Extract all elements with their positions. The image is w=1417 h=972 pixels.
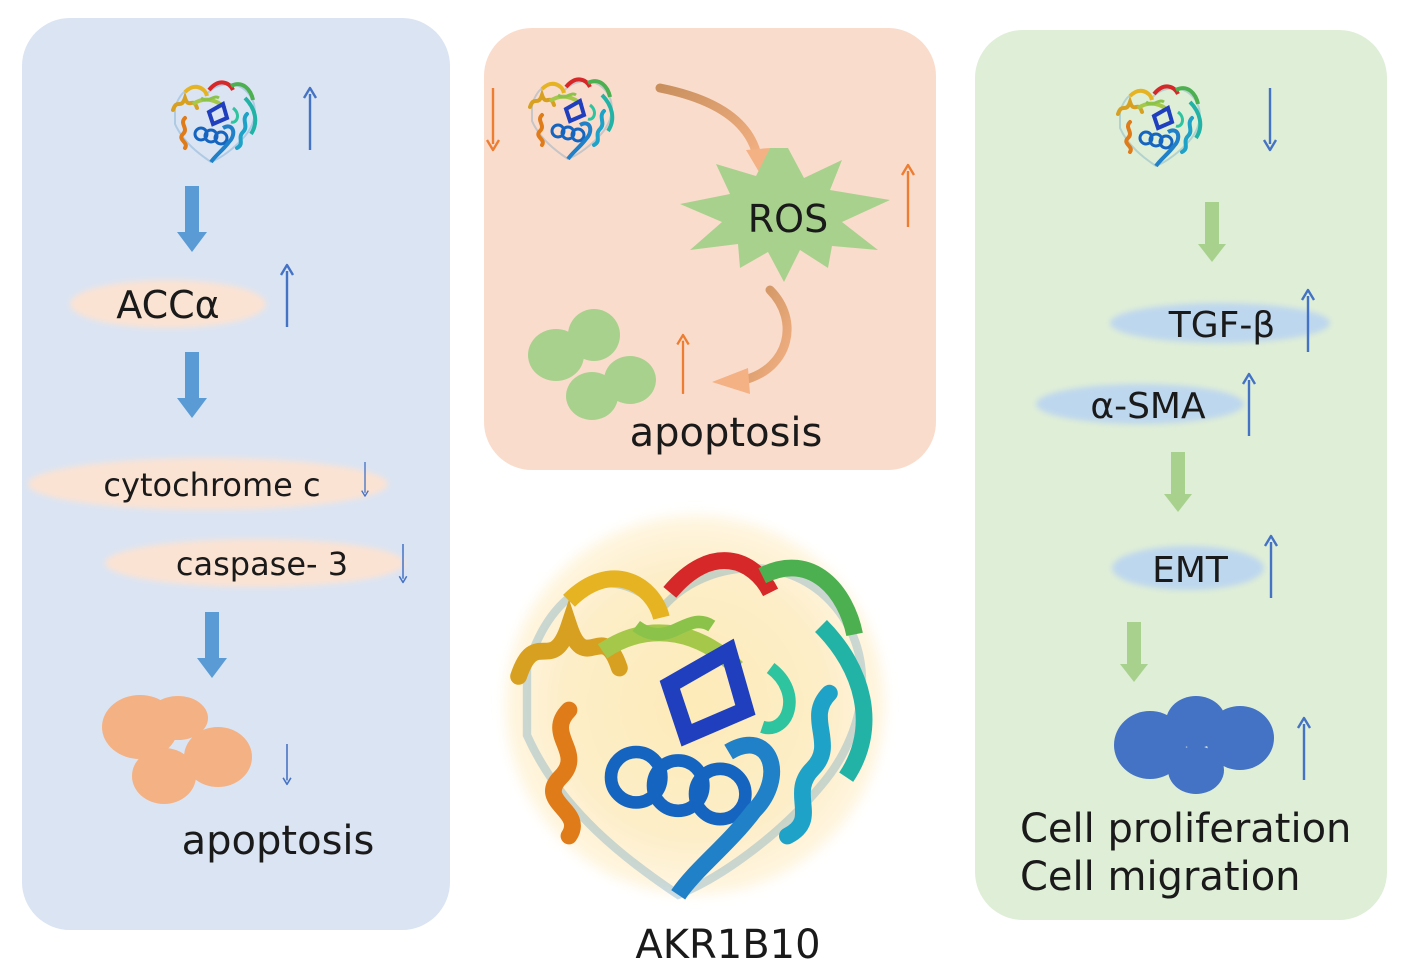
caspase-ellipse [105, 539, 405, 587]
cell-cluster-icon [102, 695, 252, 804]
emt-label: EMT [1152, 550, 1229, 591]
ros-star-icon [680, 148, 890, 282]
acc-ellipse [70, 280, 266, 328]
cell-migration-label: Cell migration [1020, 854, 1301, 900]
protein-name-label: AKR1B10 [635, 922, 820, 968]
cytochrome-ellipse [28, 458, 388, 510]
ros-label: ROS [748, 197, 828, 241]
middle-apoptosis-label: apoptosis [630, 410, 823, 456]
sma-label: α-SMA [1090, 386, 1206, 427]
left-apoptosis-label: apoptosis [182, 818, 375, 864]
tgf-label: TGF-β [1168, 305, 1276, 346]
curved-arrow [739, 285, 792, 385]
curved-arrow [655, 83, 763, 165]
sma-ellipse [1036, 384, 1244, 424]
cytochrome-label: cytochrome c [103, 466, 320, 504]
cell-cluster-icon [528, 309, 656, 420]
emt-ellipse [1112, 546, 1264, 590]
protein-glow [505, 515, 885, 895]
curved-arrow-head [712, 368, 750, 394]
acc-label: ACCα [116, 283, 219, 327]
cell-proliferation-label: Cell proliferation [1020, 806, 1351, 852]
tgf-ellipse [1110, 303, 1330, 343]
cell-cluster-icon [1114, 696, 1274, 794]
caspase-label: caspase- 3 [176, 545, 348, 583]
curved-arrow-head [746, 148, 770, 172]
